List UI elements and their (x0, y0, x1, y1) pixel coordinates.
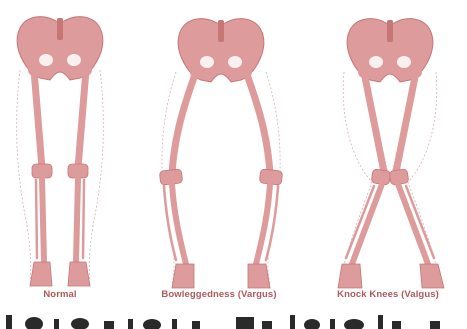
panel-normal (17, 17, 104, 286)
caption-bowleggedness: Bowleggedness (Vargus) (161, 289, 276, 300)
cropped-text-line (0, 309, 467, 329)
panel-knock-knees (338, 19, 444, 288)
caption-knock-knees: Knock Knees (Valgus) (337, 289, 439, 300)
caption-normal: Normal (43, 289, 76, 300)
panel-bowleggedness (159, 19, 282, 288)
